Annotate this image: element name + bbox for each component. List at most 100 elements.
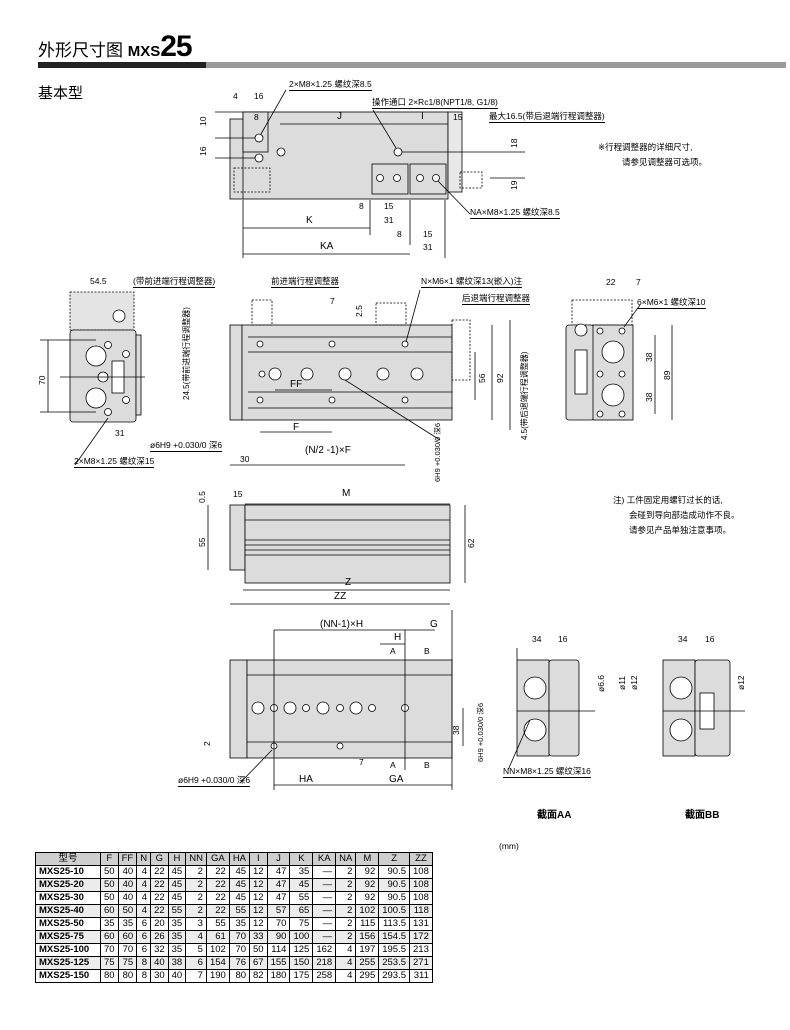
dim-38: 38 (451, 725, 461, 735)
value-cell: 253.5 (378, 956, 411, 970)
dim-NN-H: (NN-1)×H (320, 619, 364, 630)
column-header: NA (335, 852, 357, 866)
dim-18: 18 (509, 138, 519, 148)
dim-70: 70 (37, 375, 47, 385)
value-cell: 118 (409, 904, 433, 918)
value-cell: 47 (266, 865, 291, 879)
value-cell: 35 (167, 943, 187, 957)
value-cell: 45 (228, 878, 251, 892)
section-mark-A: A (390, 646, 396, 656)
title-size: 25 (160, 30, 192, 63)
dim-24-5: 24.5(带前进端行程调整器) (182, 307, 191, 400)
dim-92: 92 (495, 373, 505, 383)
value-cell: 12 (249, 904, 268, 918)
value-cell: 108 (409, 865, 433, 879)
value-cell: 4 (136, 878, 152, 892)
column-header: K (289, 852, 314, 866)
value-cell: 114 (266, 943, 291, 957)
dim-31: 31 (384, 215, 394, 225)
value-cell: 6 (136, 943, 152, 957)
model-cell: MXS25-150 (35, 969, 101, 983)
dim-16: 16 (254, 91, 264, 101)
value-cell: 2 (185, 904, 207, 918)
value-cell: 60 (100, 930, 119, 944)
value-cell: 55 (289, 891, 314, 905)
dim-4: 4 (233, 91, 238, 101)
column-header: HA (228, 852, 251, 866)
value-cell: 30 (150, 969, 169, 983)
value-cell: 100 (289, 930, 314, 944)
dim-G: G (430, 619, 438, 630)
value-cell: 4 (136, 865, 152, 879)
model-cell: MXS25-75 (35, 930, 101, 944)
page-title: 外形尺寸图 MXS25 (38, 30, 193, 64)
callout-N-M6: N×M6×1 螺纹深13(嵌入)注 (421, 276, 523, 288)
value-cell: 195.5 (378, 943, 411, 957)
value-cell: 156 (355, 930, 380, 944)
callout-M8-15: 2×M8×1.25 螺纹深15 (74, 456, 155, 468)
value-cell: 57 (266, 904, 291, 918)
value-cell: 22 (205, 904, 230, 918)
value-cell: 70 (100, 943, 119, 957)
value-cell: 3 (185, 917, 207, 931)
column-header: M (355, 852, 380, 866)
value-cell: 4 (335, 943, 357, 957)
callout-pin-hole: ø6H9 +0.030/0 深6 (150, 440, 223, 452)
value-cell: 82 (249, 969, 268, 983)
value-cell: — (312, 930, 337, 944)
column-header: H (167, 852, 187, 866)
value-cell: 2 (335, 917, 357, 931)
dim-19: 19 (509, 180, 519, 190)
dim-8: 8 (254, 112, 259, 122)
dim-15c: 15 (423, 229, 433, 239)
section-aa-title: 截面AA (537, 810, 572, 821)
dim-ZZ: ZZ (334, 591, 347, 602)
dim-15: 15 (233, 489, 243, 499)
value-cell: 12 (249, 865, 268, 879)
value-cell: 100.5 (378, 904, 411, 918)
subtitle: 基本型 (38, 85, 84, 102)
value-cell: 92 (355, 865, 380, 879)
dim-d12b: ø12 (736, 675, 746, 690)
callout-6H9: 6H9 +0.030/0 深6 (476, 702, 485, 762)
value-cell: 75 (117, 956, 138, 970)
value-cell: 108 (409, 878, 433, 892)
value-cell: 35 (100, 917, 119, 931)
value-cell: 22 (205, 865, 230, 879)
value-cell: 4 (335, 969, 357, 983)
dim-15b: 15 (384, 201, 394, 211)
column-header: G (150, 852, 169, 866)
value-cell: 33 (249, 930, 268, 944)
value-cell: 90.5 (378, 865, 411, 879)
value-cell: 6 (136, 917, 152, 931)
value-cell: 12 (249, 917, 268, 931)
value-cell: 60 (117, 930, 138, 944)
value-cell: 155 (266, 956, 291, 970)
value-cell: 75 (100, 956, 119, 970)
callout-front-adjuster: (带前进端行程调整器) (133, 276, 216, 288)
model-cell: MXS25-10 (35, 865, 101, 879)
value-cell: 70 (266, 917, 291, 931)
value-cell: 102 (205, 943, 230, 957)
column-header: NN (185, 852, 207, 866)
dim-7: 7 (636, 277, 641, 287)
dim-34b: 34 (678, 634, 688, 644)
caution-note-line: 注) 工件固定用螺钉过长的话, (613, 495, 723, 505)
model-cell: MXS25-125 (35, 956, 101, 970)
adjuster-note-line: 请参见调整器可选项。 (622, 157, 708, 167)
bottom-view (207, 503, 466, 605)
value-cell: 70 (228, 930, 251, 944)
callout-rear-adjuster: 后退端行程调整器 (462, 293, 531, 305)
value-cell: 47 (266, 891, 291, 905)
value-cell: 12 (249, 878, 268, 892)
caution-note: 注) 工件固定用螺钉过长的话, 会碰到导向部造成动作不良。 请参见产品单独注意事… (613, 493, 740, 538)
value-cell: 90 (266, 930, 291, 944)
value-cell: 175 (289, 969, 314, 983)
value-cell: 258 (312, 969, 337, 983)
